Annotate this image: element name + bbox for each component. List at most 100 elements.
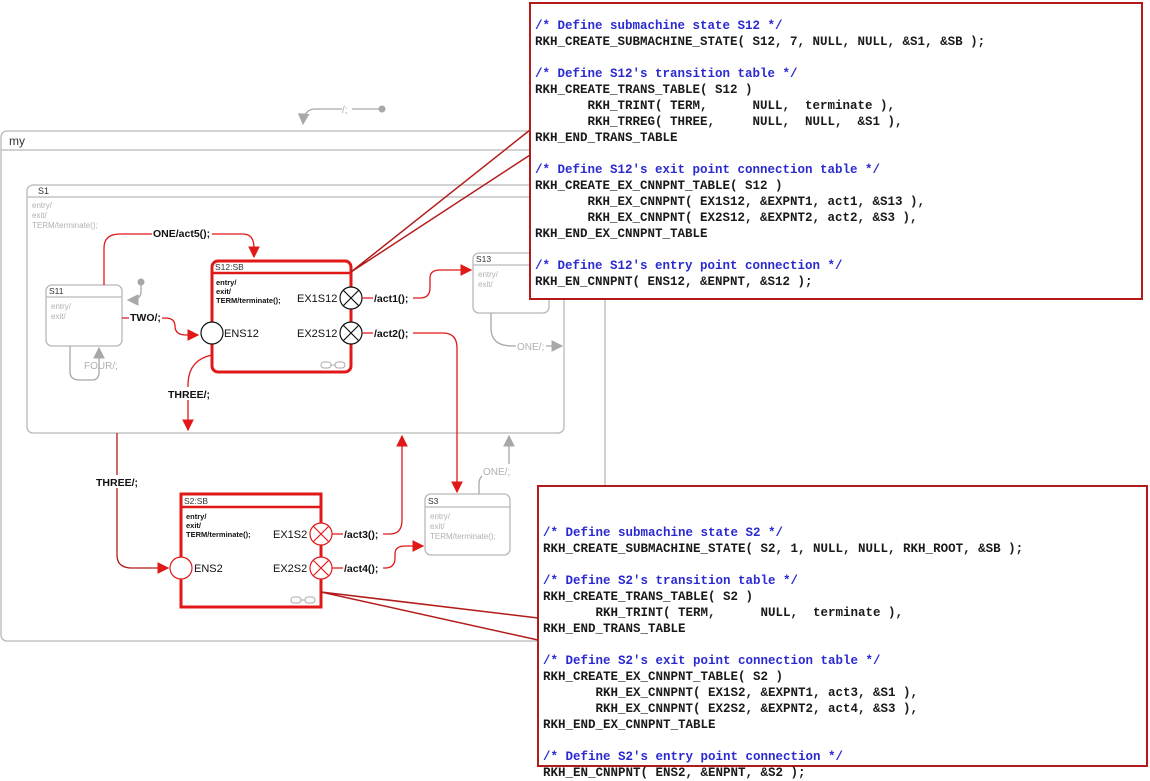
code-comment-line: /* Define S12's transition table */ (535, 67, 798, 81)
code-line: RKH_CREATE_TRANS_TABLE( S2 ) (543, 590, 754, 604)
exit-point-x-icon (312, 525, 330, 543)
exit-point-label: EX2S12 (297, 328, 337, 340)
entry-point-ens2[interactable]: ENS2 (169, 556, 223, 580)
callout-s2-pointer (320, 591, 539, 641)
exit-point-label: EX2S2 (273, 563, 307, 575)
state-s13-name: S13 (476, 254, 491, 264)
transition-three-s12: THREE/; (167, 354, 213, 432)
state-s12-exit: exit/ (216, 287, 232, 296)
transition-label-act4: /act4(); (344, 563, 378, 575)
state-s13-entry: entry/ (478, 270, 499, 279)
transition-label-two: TWO/; (130, 312, 161, 324)
exit-point-x-icon (342, 324, 360, 342)
code-line: RKH_END_EX_CNNPNT_TABLE (543, 718, 716, 732)
state-s12-name: S12:SB (215, 262, 244, 272)
state-s11[interactable]: S11 entry/ exit/ (45, 284, 123, 347)
entry-point-label: ENS12 (224, 328, 259, 340)
code-line: RKH_END_TRANS_TABLE (535, 131, 678, 145)
state-s3-name: S3 (428, 496, 439, 506)
code-blank-line (535, 242, 1137, 258)
transition-label-act1: /act1(); (374, 293, 408, 305)
code-comment-line: /* Define S2's entry point connection */ (543, 750, 844, 764)
state-s3-exit: exit/ (430, 522, 445, 531)
state-s12-submachine[interactable]: S12:SB entry/ exit/ TERM/terminate(); (210, 259, 353, 374)
code-blank-line (535, 146, 1137, 162)
state-my-name: my (9, 134, 25, 148)
code-blank-line (543, 637, 1142, 653)
transition-four: FOUR/; (69, 346, 118, 381)
code-blank-line (535, 50, 1137, 66)
code-callout-s12: /* Define submachine state S12 */ RKH_CRE… (529, 2, 1143, 300)
state-s2-exit: exit/ (186, 521, 202, 530)
state-s1[interactable]: S1 entry/ exit/ TERM/terminate(); (26, 184, 565, 434)
code-comment-line: /* Define S12's exit point connection ta… (535, 163, 881, 177)
exit-point-ex1s2[interactable]: EX1S2 (273, 522, 333, 546)
exit-point-ex2s12[interactable]: EX2S12 (297, 321, 363, 345)
transition-act2: /act2(); (362, 326, 463, 494)
code-comment-line: /* Define submachine state S12 */ (535, 19, 783, 33)
code-line: RKH_CREATE_TRANS_TABLE( S12 ) (535, 83, 753, 97)
transition-label-one-s13: ONE/; (517, 342, 544, 353)
transition-label-four: FOUR/; (84, 361, 118, 372)
exit-point-x-icon (312, 559, 330, 577)
code-line: RKH_EX_CNNPNT( EX1S2, &EXPNT1, act3, &S1… (543, 686, 919, 700)
code-line: RKH_END_EX_CNNPNT_TABLE (535, 227, 708, 241)
code-line: RKH_CREATE_EX_CNNPNT_TABLE( S12 ) (535, 179, 783, 193)
transition-label-initial: /; (342, 105, 348, 116)
code-line: RKH_EX_CNNPNT( EX2S2, &EXPNT2, act4, &S3… (543, 702, 919, 716)
entry-point-ens12[interactable]: ENS12 (200, 321, 259, 345)
state-s2-entry: entry/ (186, 512, 207, 521)
entry-point-label: ENS2 (194, 563, 223, 575)
submachine-link-icon (320, 361, 346, 369)
transition-label-act2: /act2(); (374, 328, 408, 340)
code-line: RKH_TRREG( THREE, NULL, NULL, &S1 ), (535, 115, 903, 129)
exit-point-ex2s2[interactable]: EX2S2 (273, 556, 333, 580)
submachine-link-icon (290, 596, 316, 604)
code-line: RKH_CREATE_SUBMACHINE_STATE( S12, 7, NUL… (535, 35, 986, 49)
code-blank-line (543, 733, 1142, 749)
state-s12-entry: entry/ (216, 278, 237, 287)
code-line: RKH_EX_CNNPNT( EX1S12, &EXPNT1, act1, &S… (535, 195, 926, 209)
code-line: RKH_EN_CNNPNT( ENS2, &ENPNT, &S2 ); (543, 766, 806, 780)
state-s3-entry: entry/ (430, 512, 451, 521)
state-s2-submachine[interactable]: S2:SB entry/ exit/ TERM/terminate(); (179, 492, 323, 609)
code-line: RKH_EX_CNNPNT( EX2S12, &EXPNT2, act2, &S… (535, 211, 918, 225)
transition-one-s13: ONE/; (490, 313, 564, 353)
code-comment-line: /* Define S2's exit point connection tab… (543, 654, 881, 668)
state-s12-term: TERM/terminate(); (216, 296, 281, 305)
exit-point-ex1s12[interactable]: EX1S12 (297, 286, 363, 310)
transition-label-act3: /act3(); (344, 529, 378, 541)
code-comment-line: /* Define submachine state S2 */ (543, 526, 784, 540)
state-s1-exit: exit/ (32, 211, 47, 220)
state-s3[interactable]: S3 entry/ exit/ TERM/terminate(); (424, 493, 511, 556)
transition-label-three-s12: THREE/; (168, 389, 210, 401)
exit-point-label: EX1S12 (297, 293, 337, 305)
code-line: RKH_CREATE_SUBMACHINE_STATE( S2, 1, NULL… (543, 542, 1024, 556)
state-s1-term: TERM/terminate(); (32, 221, 98, 230)
transition-label-one-s3: ONE/; (483, 467, 510, 478)
transition-act1: /act1(); (362, 264, 473, 305)
code-comment-line: /* Define S2's transition table */ (543, 574, 799, 588)
transition-one-act5: ONE/act5(); (103, 226, 260, 285)
state-s13-exit: exit/ (478, 280, 493, 289)
initial-transition-s11 (126, 278, 145, 306)
transition-three-s1: THREE/; (95, 433, 170, 574)
code-line: RKH_END_TRANS_TABLE (543, 622, 686, 636)
code-line: RKH_TRINT( TERM, NULL, terminate ), (543, 606, 904, 620)
state-s2-term: TERM/terminate(); (186, 530, 251, 539)
transition-act3: /act3(); (332, 434, 408, 541)
transition-one-s3: ONE/; (478, 434, 515, 494)
state-s1-entry: entry/ (32, 201, 53, 210)
code-callout-s2: /* Define submachine state S2 */ RKH_CREA… (537, 485, 1148, 780)
state-s2-name: S2:SB (184, 496, 208, 506)
state-s11-entry: entry/ (51, 302, 72, 311)
code-line: RKH_CREATE_EX_CNNPNT_TABLE( S2 ) (543, 670, 784, 684)
state-s3-term: TERM/terminate(); (430, 532, 496, 541)
code-blank-line (543, 557, 1142, 573)
code-line: RKH_EN_CNNPNT( ENS12, &ENPNT, &S12 ); (535, 275, 813, 289)
state-s11-exit: exit/ (51, 312, 66, 321)
transition-two: TWO/; (122, 311, 200, 341)
exit-point-x-icon (342, 289, 360, 307)
transition-label-three-s1: THREE/; (96, 477, 138, 489)
